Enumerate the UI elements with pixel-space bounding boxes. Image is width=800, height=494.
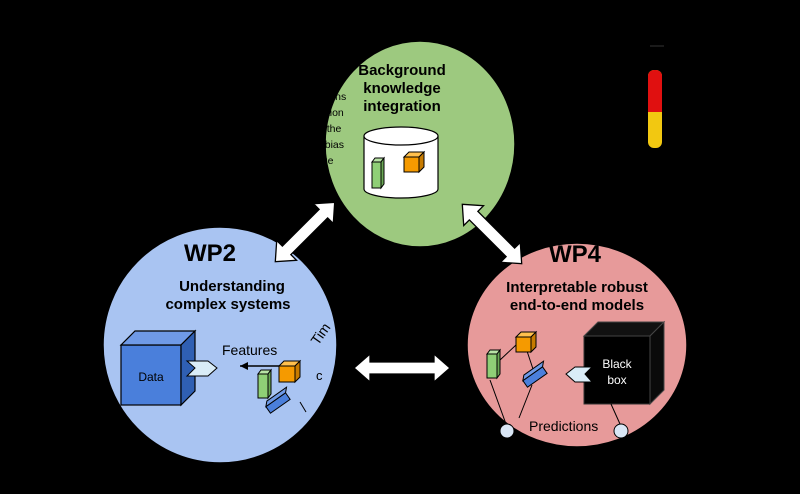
output-node [499,423,515,439]
double-arrow-icon [353,352,451,384]
left-fragment: r [96,361,101,376]
network-edge [518,384,533,419]
blackbox-line-2: box [607,373,626,387]
cube-icon [277,359,302,384]
wp2-heading: WP2 [184,240,236,267]
wp1-side-line-4: d bias [316,139,344,151]
network-edge [610,403,621,425]
black-box-icon [582,320,666,406]
green-bar-icon [486,348,501,380]
wp1-title-line-1: Background [358,62,446,79]
wp2-group: WP2 Understanding complex systems Data F… [96,226,338,464]
c-fragment: c [316,368,323,383]
data-cube-icon [119,329,197,407]
blackbox-line-1: Black [602,357,632,371]
output-node [613,423,629,439]
wp1-side-line-5: dge [316,155,334,167]
cube-icon [402,150,426,174]
wp1-title-line-3: integration [363,98,441,115]
wp4-group: WP4 Interpretable robust end-to-end mode… [466,241,688,448]
double-arrow-icon [274,201,336,263]
network-edge [489,379,507,425]
wp4-heading: WP4 [549,241,602,268]
green-bar-icon [257,368,272,400]
thermometer-icon [648,45,664,148]
features-label: Features [222,342,277,358]
predictions-label: Predictions [529,418,598,434]
chevron-icon [565,366,594,383]
data-label: Data [138,370,164,384]
wp4-title-line-1: Interpretable robust [506,279,648,296]
wp1-side-text: ions ation g the d bias dge n. [316,91,346,181]
chevron-icon [185,360,218,377]
wp1-group: Background knowledge integration ions at… [316,40,516,248]
wp2-title-line-2: complex systems [165,296,290,313]
features-arrow-head [240,362,248,370]
wp1-side-line-2: ation [321,107,344,119]
wp1-title-line-2: knowledge [363,80,441,97]
cube-icon [514,330,538,354]
network-edge [499,344,517,361]
double-arrow-icon [461,203,523,265]
green-bar-icon [371,156,385,190]
blue-bar-icon [265,386,291,414]
wp1-side-line-6: n. [316,169,325,181]
blue-bar-icon [522,360,548,388]
wp4-title-line-2: end-to-end models [510,297,644,314]
wp1-side-line-1: ions [327,91,346,103]
tick-mark [299,401,307,413]
wp2-title-line-1: Understanding [179,278,285,295]
wp1-side-line-3: g the [318,123,342,135]
